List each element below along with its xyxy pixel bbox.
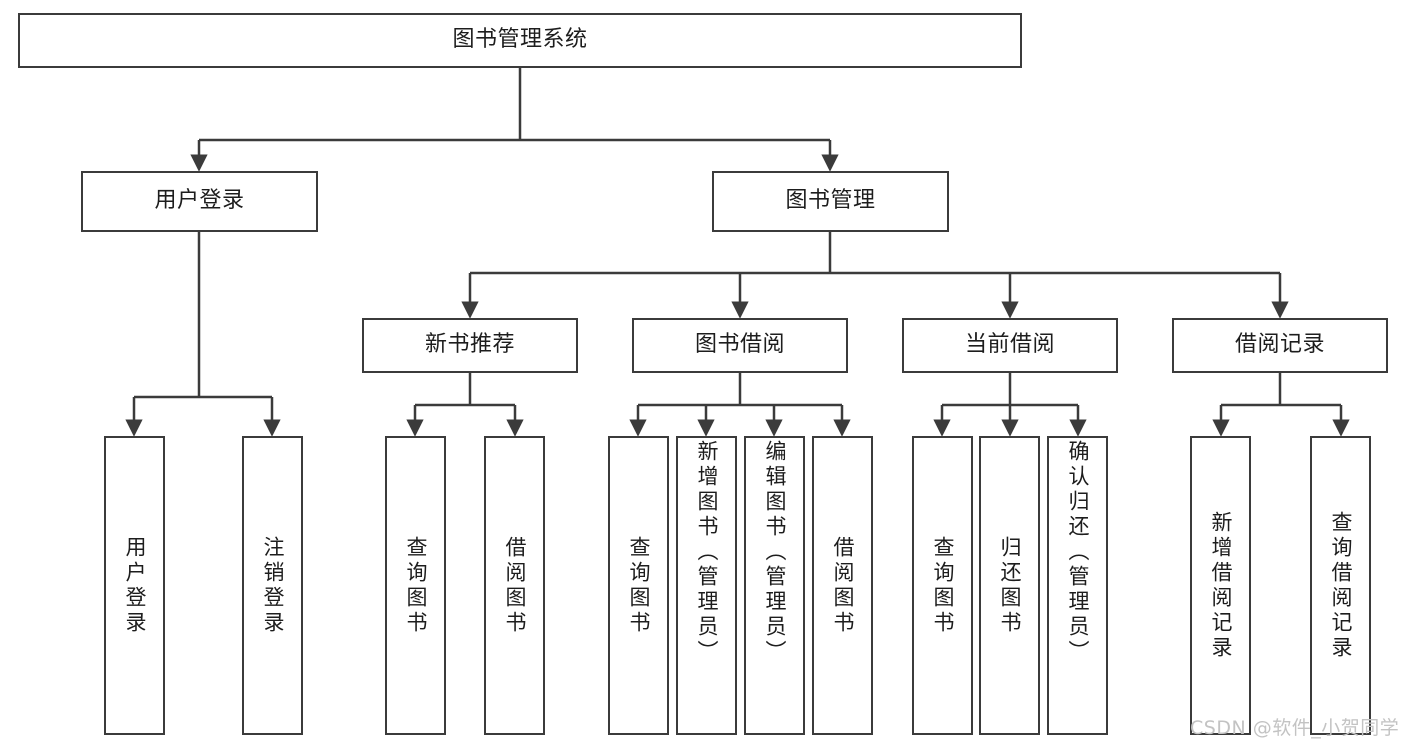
leaf-label-query-borrow-record: 查询借阅记录 [1329,510,1353,661]
leaf-user-login[interactable]: 用户登录 [104,436,165,735]
leaf-query-book-newbook[interactable]: 查询图书 [385,436,446,735]
leaf-return-book[interactable]: 归还图书 [979,436,1040,735]
leaf-query-borrow-record[interactable]: 查询借阅记录 [1310,436,1371,735]
leaf-label-logout: 注销登录 [261,535,285,636]
node-borrow-record[interactable]: 借阅记录 [1172,318,1388,373]
csdn-watermark: CSDN @软件_小贺同学 [1190,713,1399,740]
leaf-label-confirm-return-admin: 确认归还（管理员） [1066,440,1090,665]
leaf-label-user-login: 用户登录 [123,535,147,636]
leaf-edit-book-admin[interactable]: 编辑图书（管理员） [744,436,805,735]
leaf-query-book-current[interactable]: 查询图书 [912,436,973,735]
leaf-label-return-book: 归还图书 [998,535,1022,636]
leaf-label-query-book-current: 查询图书 [931,535,955,636]
node-book-management[interactable]: 图书管理 [712,171,949,232]
node-label-user-login: 用户登录 [154,188,245,214]
leaf-add-borrow-record[interactable]: 新增借阅记录 [1190,436,1251,735]
leaf-query-book-borrow[interactable]: 查询图书 [608,436,669,735]
leaf-borrow-book-newbook[interactable]: 借阅图书 [484,436,545,735]
leaf-label-add-borrow-record: 新增借阅记录 [1209,510,1233,661]
leaf-label-borrow-book-borrow: 借阅图书 [831,535,855,636]
leaf-label-add-book-admin: 新增图书（管理员） [695,440,719,665]
node-label-new-book-recommend: 新书推荐 [424,332,515,358]
node-root-book-management-system[interactable]: 图书管理系统 [18,13,1022,68]
leaf-add-book-admin[interactable]: 新增图书（管理员） [676,436,737,735]
node-label-book-borrow: 图书借阅 [694,332,785,358]
node-current-borrow[interactable]: 当前借阅 [902,318,1118,373]
node-label-current-borrow: 当前借阅 [964,332,1055,358]
node-new-book-recommend[interactable]: 新书推荐 [362,318,578,373]
node-label-borrow-record: 借阅记录 [1234,332,1325,358]
leaf-label-edit-book-admin: 编辑图书（管理员） [763,440,787,665]
watermark-text: CSDN @软件_小贺同学 [1190,717,1400,739]
leaf-label-borrow-book-newbook: 借阅图书 [503,535,527,636]
leaf-label-query-book-newbook: 查询图书 [404,535,428,636]
leaf-logout[interactable]: 注销登录 [242,436,303,735]
node-label-root: 图书管理系统 [452,27,588,53]
node-label-book-management: 图书管理 [785,188,876,214]
node-user-login[interactable]: 用户登录 [81,171,318,232]
leaf-confirm-return-admin[interactable]: 确认归还（管理员） [1047,436,1108,735]
leaf-borrow-book-borrow[interactable]: 借阅图书 [812,436,873,735]
leaf-label-query-book-borrow: 查询图书 [627,535,651,636]
node-book-borrow[interactable]: 图书借阅 [632,318,848,373]
